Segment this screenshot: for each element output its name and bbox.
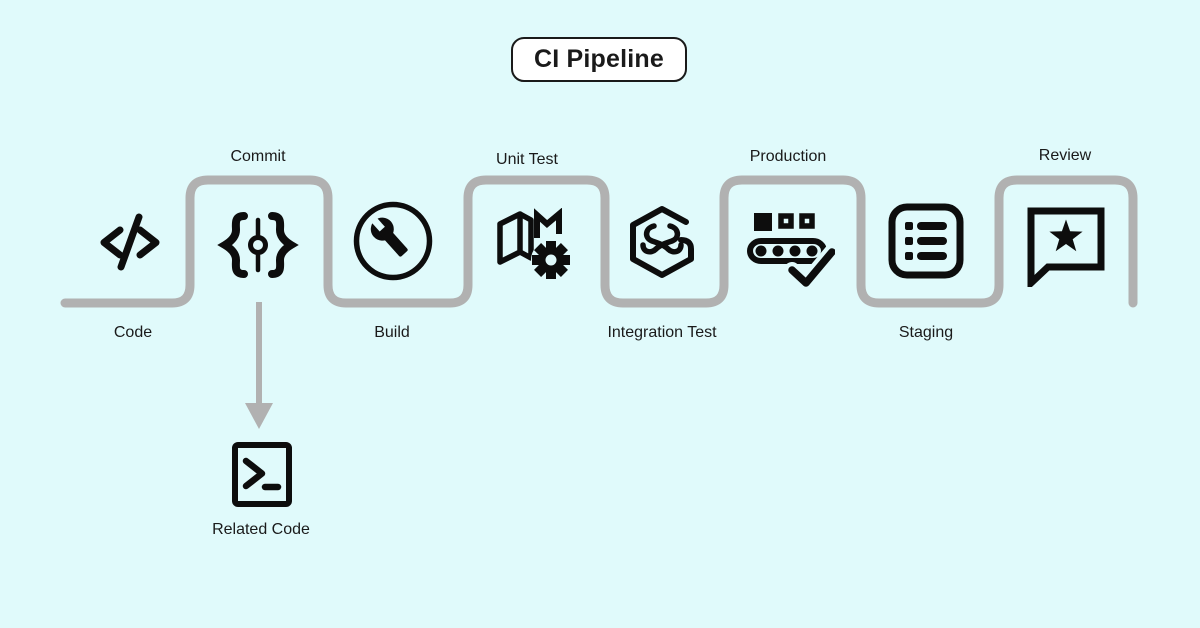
pipeline-path [60, 175, 1138, 308]
hexagon-links-icon [625, 201, 699, 283]
wrench-circle-icon [352, 200, 434, 282]
diagram-title: CI Pipeline [511, 37, 687, 82]
stage-label-unit-test: Unit Test [496, 151, 558, 168]
branch-arrow-head-icon [245, 403, 273, 429]
stage-label-review: Review [1038, 147, 1092, 164]
map-gear-icon [494, 208, 574, 280]
stage-label-staging: Staging [898, 324, 954, 341]
code-icon [92, 208, 168, 274]
star-speech-bubble-icon [1025, 205, 1105, 287]
stage-label-commit: Commit [230, 148, 286, 165]
conveyor-check-icon [745, 211, 835, 289]
stage-label-build: Build [374, 324, 410, 341]
git-commit-icon [216, 205, 300, 279]
branch-label-related-code: Related Code [212, 521, 310, 538]
stage-label-production: Production [749, 148, 827, 165]
terminal-icon [232, 442, 292, 508]
stage-label-code: Code [113, 324, 153, 341]
list-icon [886, 201, 966, 281]
stage-label-integration-test: Integration Test [607, 324, 717, 341]
